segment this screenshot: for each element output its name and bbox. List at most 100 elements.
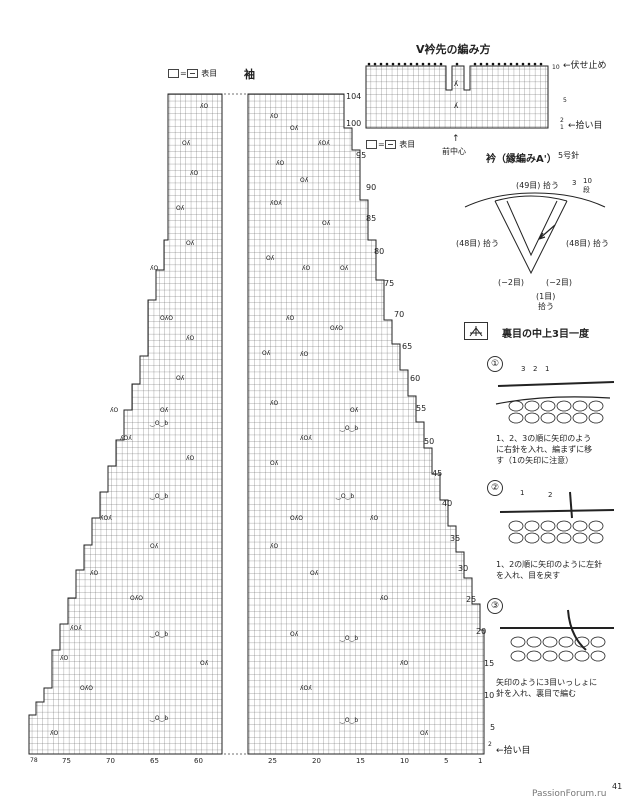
vneck-bindoff: ←伏せ止め — [563, 61, 607, 71]
svg-text:OʎO: OʎO — [130, 595, 143, 602]
svg-text:ʎO: ʎO — [60, 655, 69, 662]
svg-text:‿O‿b: ‿O‿b — [339, 425, 358, 432]
svg-text:Oʎ: Oʎ — [290, 631, 299, 638]
step-1-illustration — [495, 381, 615, 424]
technique-title: 裏目の中上3目一度 — [502, 329, 589, 340]
step-1-label-3: 3 — [521, 365, 526, 373]
step-3-number: ③ — [487, 598, 503, 614]
svg-text:ʎO: ʎO — [276, 160, 285, 167]
svg-text:ʎO: ʎO — [270, 113, 279, 120]
svg-text:ʎO: ʎO — [186, 455, 195, 462]
vneck-pickup-text: 拾い目 — [575, 121, 603, 131]
sleeve-pickup-text: 拾い目 — [503, 746, 531, 756]
svg-text:Oʎ: Oʎ — [300, 177, 309, 184]
row-label-50: 50 — [424, 437, 435, 446]
svg-text:ʎO: ʎO — [400, 660, 409, 667]
vneck-bindoff-text: 伏せ止め — [570, 61, 607, 71]
svg-text:‿O‿b: ‿O‿b — [339, 635, 358, 642]
watermark: PassionForum.ru — [532, 789, 607, 799]
step-2-text-1: 1、2の順に矢印のように左針 — [496, 560, 603, 569]
svg-text:‿O‿b: ‿O‿b — [149, 715, 168, 722]
step-1-text-3: す（1の矢印に注意） — [496, 456, 574, 465]
row-label-70: 70 — [394, 310, 405, 319]
row-label-85: 85 — [366, 214, 377, 223]
svg-text:Oʎ: Oʎ — [310, 570, 319, 577]
svg-text:ʎO: ʎO — [190, 170, 199, 177]
sleeve-right-half — [247, 93, 485, 755]
sleeve-legend-text: 表目 — [201, 69, 218, 78]
collar-count-left: (48目) 拾う — [456, 239, 499, 248]
dash-box-icon — [384, 140, 396, 149]
step-1-text-2: に右針を入れ、編まずに移 — [496, 445, 593, 454]
vneck-legend: = 表目 — [366, 140, 415, 149]
svg-text:‿O‿b: ‿O‿b — [339, 717, 358, 724]
svg-text:Oʎ: Oʎ — [176, 205, 185, 212]
row-label-5: 5 — [490, 723, 496, 732]
col-label-5: 5 — [444, 757, 449, 765]
purl-3tog-symbol-icon — [464, 322, 488, 340]
row-label-25: 25 — [466, 595, 477, 604]
svg-text:ʎOʎ: ʎOʎ — [318, 140, 330, 147]
svg-text:ʎO: ʎO — [270, 543, 279, 550]
row-label-2: 2 — [488, 741, 492, 748]
svg-text:ʎO: ʎO — [186, 335, 195, 342]
svg-text:ʎOʎ: ʎOʎ — [70, 625, 82, 632]
empty-box-icon — [168, 69, 179, 78]
row-label-100: 100 — [346, 119, 362, 128]
step-2-illustration — [499, 491, 615, 544]
col-label-1: 1 — [478, 757, 483, 765]
svg-text:‿O‿b: ‿O‿b — [335, 493, 354, 500]
svg-text:Oʎ: Oʎ — [270, 460, 279, 467]
vneck-center: 前中心 — [442, 147, 466, 156]
row-label-75: 75 — [384, 279, 395, 288]
col-label-15: 15 — [356, 757, 365, 765]
row-label-104: 104 — [346, 92, 362, 101]
sleeve-legend: = 表目 — [168, 69, 217, 78]
row-label-55: 55 — [416, 404, 427, 413]
col-label-20: 20 — [312, 757, 321, 765]
sleeve-title: 袖 — [244, 68, 255, 81]
col-label-25: 25 — [268, 757, 277, 765]
svg-text:Oʎ: Oʎ — [176, 375, 185, 382]
step-1-label-2: 2 — [533, 365, 538, 373]
svg-text:Oʎ: Oʎ — [322, 220, 331, 227]
collar-dec-left: (−2目) — [498, 278, 525, 287]
vneck-row-10: 10 — [552, 64, 560, 71]
vneck-title: V衿先の編み方 — [416, 43, 491, 56]
vneck-legend-text: 表目 — [399, 140, 416, 149]
collar-needle: 5号針 — [558, 151, 580, 160]
collar-rows-unit: 段 — [583, 186, 590, 194]
col-label-60: 60 — [194, 757, 203, 765]
svg-text:‿O‿b: ‿O‿b — [149, 493, 168, 500]
row-label-90: 90 — [366, 183, 377, 192]
svg-text:ʎO: ʎO — [150, 265, 159, 272]
vneck-row-1: 1 — [560, 124, 564, 131]
svg-text:ʎOʎ: ʎOʎ — [270, 200, 282, 207]
page-number: 41 — [612, 782, 623, 791]
row-label-60: 60 — [410, 374, 421, 383]
vneck-chart: ʎʎ — [365, 62, 549, 129]
collar-dec-right: (−2目) — [546, 278, 573, 287]
svg-text:ʎO: ʎO — [286, 315, 295, 322]
row-label-45: 45 — [432, 469, 443, 478]
step-2-text-2: を入れ、目を戻す — [496, 571, 561, 580]
svg-text:Oʎ: Oʎ — [186, 240, 195, 247]
vneck-row-2: 2 — [560, 117, 564, 124]
vneck-row-5: 5 — [563, 97, 567, 104]
svg-text:Oʎ: Oʎ — [340, 265, 349, 272]
svg-text:ʎO: ʎO — [370, 515, 379, 522]
collar-title: 衿（縁編みA'） — [486, 154, 557, 165]
vneck-center-arrow: ↑ — [452, 134, 460, 144]
step-3-illustration — [500, 609, 614, 662]
step-2-number: ② — [487, 480, 503, 496]
svg-text:ʎOʎ: ʎOʎ — [300, 685, 312, 692]
row-label-95: 95 — [356, 151, 367, 160]
step-1-label-1: 1 — [545, 365, 550, 373]
collar-center-count: (1目) — [536, 292, 556, 301]
svg-text:‿O‿b: ‿O‿b — [149, 631, 168, 638]
svg-text:ʎO: ʎO — [110, 407, 119, 414]
svg-text:ʎ: ʎ — [454, 80, 458, 88]
row-label-35: 35 — [450, 534, 461, 543]
svg-text:Oʎ: Oʎ — [182, 140, 191, 147]
